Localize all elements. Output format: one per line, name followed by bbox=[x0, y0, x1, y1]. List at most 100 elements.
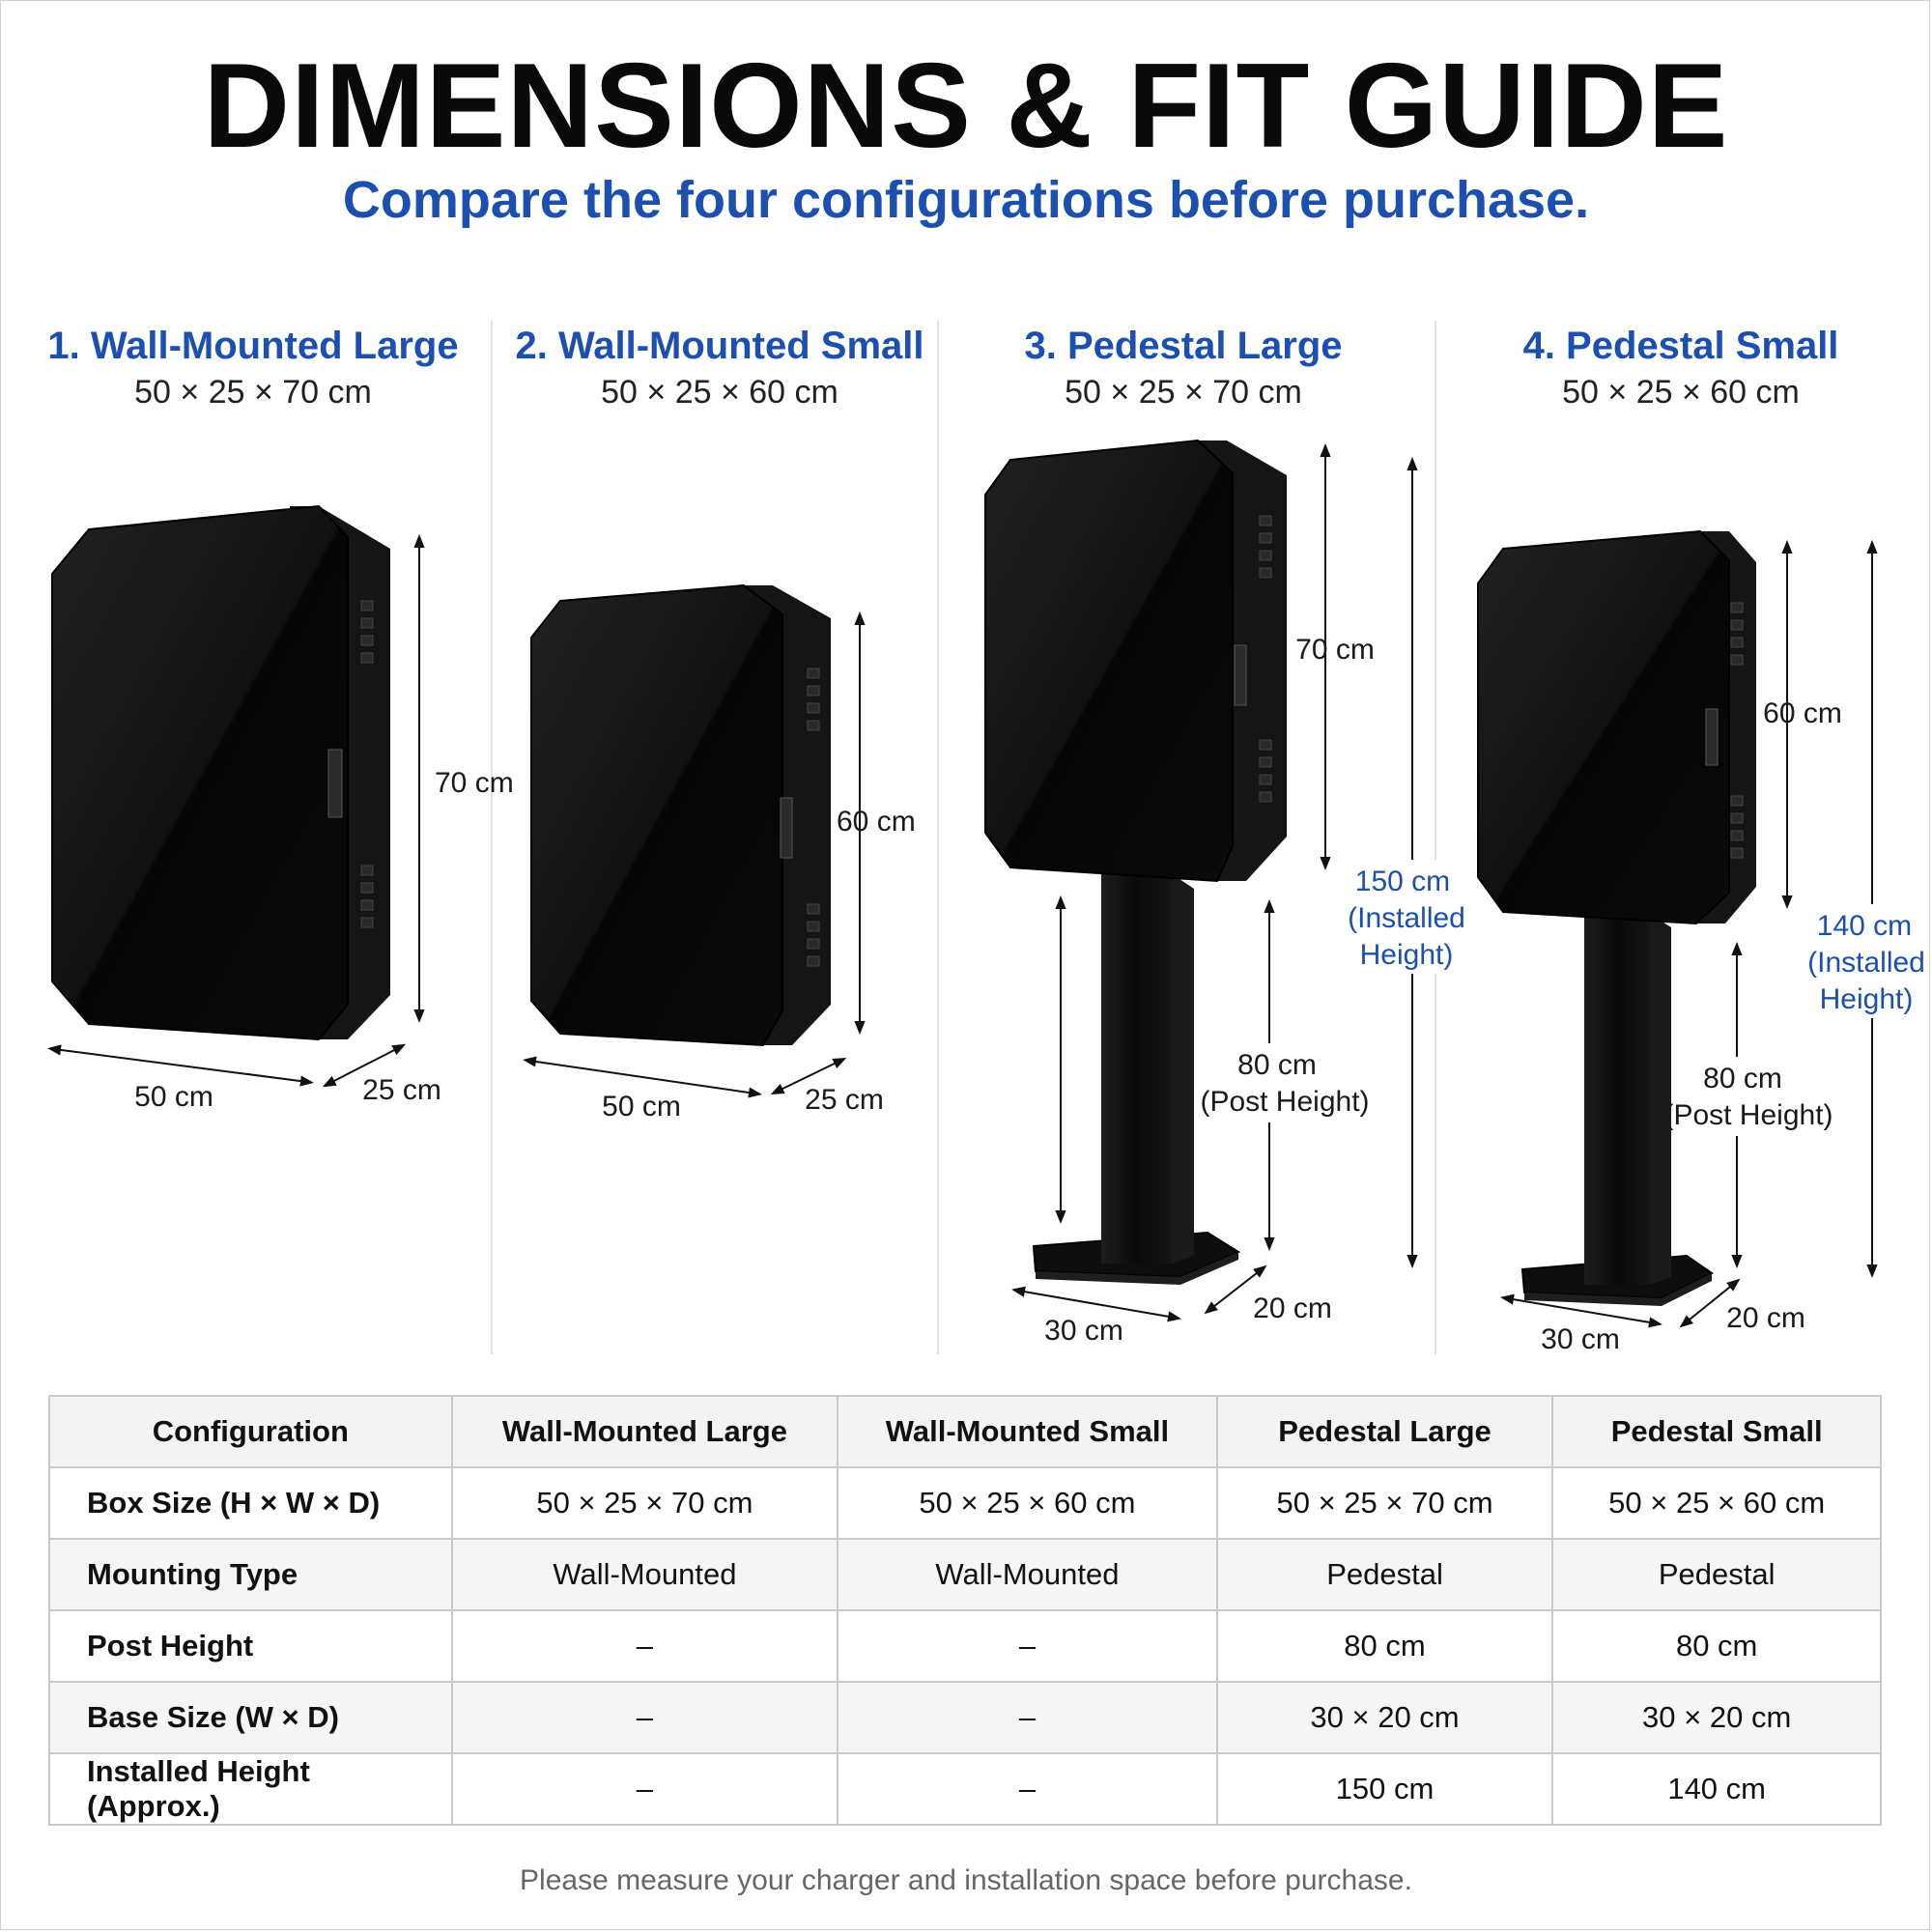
cabinet-pedestal-large bbox=[984, 439, 1287, 883]
post-height-label: (Post Height) bbox=[1200, 1086, 1369, 1118]
config-name: 3. Pedestal Large bbox=[1024, 325, 1343, 367]
depth-label: 25 cm bbox=[805, 1084, 884, 1116]
row-header: Mounting Type bbox=[48, 1538, 453, 1611]
base-width-label: 30 cm bbox=[1541, 1323, 1620, 1355]
installed-height-label: (Installed bbox=[1348, 902, 1465, 934]
table-cell: – bbox=[450, 1752, 839, 1826]
cabinet-front bbox=[1477, 529, 1730, 925]
table-cell: 50 × 25 × 70 cm bbox=[1215, 1466, 1554, 1540]
table-cell: 30 × 20 cm bbox=[1551, 1681, 1882, 1754]
row-header: Post Height bbox=[48, 1609, 453, 1683]
table-cell: – bbox=[837, 1681, 1218, 1754]
column-divider bbox=[1435, 321, 1436, 1354]
table-cell: 50 × 25 × 70 cm bbox=[450, 1466, 839, 1540]
height-label: 60 cm bbox=[1763, 697, 1842, 729]
configuration-diagrams: 70 cm 50 cm 25 cm 60 cm 50 cm 25 cm bbox=[47, 439, 1926, 1355]
height-label: 70 cm bbox=[1295, 634, 1375, 666]
table-cell: – bbox=[837, 1609, 1218, 1683]
base-width-label: 30 cm bbox=[1044, 1315, 1123, 1347]
table-cell: – bbox=[450, 1609, 839, 1683]
combination-lock-icon bbox=[1234, 644, 1247, 706]
table-cell: Wall-Mounted bbox=[450, 1538, 839, 1611]
config-heading-wall-small: 2. Wall-Mounted Small 50 × 25 × 60 cm bbox=[488, 325, 952, 411]
config-dims: 50 × 25 × 70 cm bbox=[1065, 374, 1302, 411]
base-width-arrow bbox=[1500, 1293, 1662, 1328]
config-heading-wall-large: 1. Wall-Mounted Large 50 × 25 × 70 cm bbox=[21, 325, 485, 411]
row-header: Installed Height (Approx.) bbox=[48, 1752, 453, 1826]
vent-slots-icon bbox=[1259, 515, 1272, 803]
vent-slots-icon bbox=[1730, 602, 1744, 859]
depth-label: 25 cm bbox=[362, 1074, 441, 1106]
column-header: Pedestal Large bbox=[1215, 1395, 1554, 1468]
depth-arrow bbox=[322, 1043, 407, 1088]
combination-lock-icon bbox=[327, 749, 343, 818]
base-depth-label: 20 cm bbox=[1726, 1302, 1805, 1334]
installed-height-label: 140 cm bbox=[1817, 910, 1912, 942]
width-label: 50 cm bbox=[602, 1091, 681, 1122]
config-name: 2. Wall-Mounted Small bbox=[515, 325, 924, 367]
table-cell: 80 cm bbox=[1215, 1609, 1554, 1683]
base-depth-label: 20 cm bbox=[1253, 1293, 1332, 1324]
post-height-label: (Post Height) bbox=[1663, 1099, 1833, 1131]
table-cell: 140 cm bbox=[1551, 1752, 1882, 1826]
column-divider bbox=[491, 321, 493, 1354]
vent-slots-icon bbox=[807, 668, 820, 967]
table-cell: 30 × 20 cm bbox=[1215, 1681, 1554, 1754]
row-header: Box Size (H × W × D) bbox=[48, 1466, 453, 1540]
depth-arrow bbox=[770, 1057, 847, 1095]
column-header: Wall-Mounted Small bbox=[837, 1395, 1218, 1468]
installed-height-label: Height) bbox=[1360, 939, 1454, 971]
combination-lock-icon bbox=[780, 797, 793, 859]
column-header: Configuration bbox=[48, 1395, 453, 1468]
table-cell: 50 × 25 × 60 cm bbox=[1551, 1466, 1882, 1540]
row-header: Base Size (W × D) bbox=[48, 1681, 453, 1754]
config-heading-pedestal-large: 3. Pedestal Large 50 × 25 × 70 cm bbox=[952, 325, 1415, 411]
base-depth-arrow bbox=[1679, 1278, 1741, 1328]
config-dims: 50 × 25 × 70 cm bbox=[134, 374, 372, 411]
table-row: Installed Height (Approx.) – – 150 cm 14… bbox=[48, 1752, 1882, 1826]
config-name: 4. Pedestal Small bbox=[1522, 325, 1839, 367]
cabinet-pedestal-small bbox=[1477, 529, 1756, 925]
config-name: 1. Wall-Mounted Large bbox=[47, 325, 459, 367]
installed-height-label: Height) bbox=[1820, 983, 1914, 1015]
config-heading-pedestal-small: 4. Pedestal Small 50 × 25 × 60 cm bbox=[1449, 325, 1913, 411]
table-cell: 50 × 25 × 60 cm bbox=[837, 1466, 1218, 1540]
cabinet-front bbox=[530, 583, 783, 1047]
cabinet-wall-large bbox=[51, 504, 390, 1041]
cabinet-front bbox=[984, 439, 1234, 883]
table-row: Base Size (W × D) – – 30 × 20 cm 30 × 20… bbox=[48, 1681, 1882, 1754]
column-header: Wall-Mounted Large bbox=[450, 1395, 839, 1468]
column-header: Pedestal Small bbox=[1551, 1395, 1882, 1468]
post-height-label: 80 cm bbox=[1703, 1063, 1782, 1094]
page-subtitle: Compare the four configurations before p… bbox=[342, 171, 1590, 229]
pedestal-post bbox=[1101, 873, 1171, 1264]
installed-height-label: 150 cm bbox=[1355, 866, 1450, 897]
installed-height-label: (Installed bbox=[1807, 947, 1925, 979]
combination-lock-icon bbox=[1705, 708, 1719, 766]
config-dims: 50 × 25 × 60 cm bbox=[1562, 374, 1800, 411]
width-arrow bbox=[523, 1056, 762, 1098]
cabinet-wall-small bbox=[530, 583, 831, 1047]
table-cell: Wall-Mounted bbox=[837, 1538, 1218, 1611]
column-divider bbox=[937, 321, 939, 1354]
table-header-row: Configuration Wall-Mounted Large Wall-Mo… bbox=[48, 1395, 1882, 1468]
footer-note: Please measure your charger and installa… bbox=[520, 1864, 1412, 1896]
table-row: Post Height – – 80 cm 80 cm bbox=[48, 1609, 1882, 1683]
config-dims: 50 × 25 × 60 cm bbox=[601, 374, 838, 411]
height-label: 70 cm bbox=[435, 767, 514, 799]
table-cell: – bbox=[837, 1752, 1218, 1826]
width-label: 50 cm bbox=[134, 1081, 213, 1113]
cabinet-front bbox=[51, 504, 349, 1041]
table-cell: 150 cm bbox=[1215, 1752, 1554, 1826]
table-cell: – bbox=[450, 1681, 839, 1754]
width-arrow bbox=[47, 1044, 314, 1087]
height-label: 60 cm bbox=[837, 806, 916, 838]
post-height-label: 80 cm bbox=[1237, 1049, 1317, 1081]
page-title: DIMENSIONS & FIT GUIDE bbox=[203, 40, 1729, 173]
base-depth-arrow bbox=[1204, 1264, 1267, 1315]
comparison-table: Configuration Wall-Mounted Large Wall-Mo… bbox=[48, 1395, 1882, 1826]
pedestal-post bbox=[1584, 914, 1650, 1285]
table-cell: Pedestal bbox=[1551, 1538, 1882, 1611]
table-cell: Pedestal bbox=[1215, 1538, 1554, 1611]
